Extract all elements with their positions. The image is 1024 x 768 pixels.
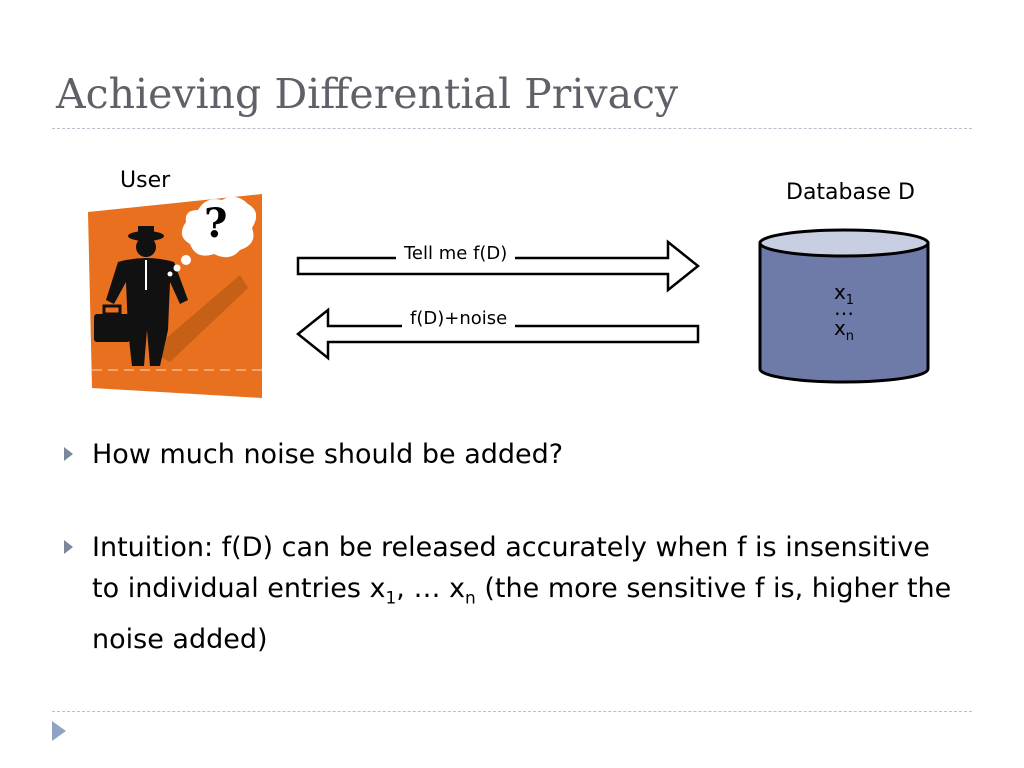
bullet-marker-icon [64, 540, 73, 554]
db-entry-first: x1 [833, 280, 855, 308]
bullet-marker-icon [64, 447, 73, 461]
thought-bubble-icon [167, 196, 257, 277]
database-label: Database D [786, 180, 915, 205]
request-arrow [296, 239, 701, 293]
bullet-list: How much noise should be added? Intuitio… [64, 434, 964, 660]
slide-title: Achieving Differential Privacy [56, 70, 679, 118]
bullet-item: Intuition: f(D) can be released accurate… [64, 527, 964, 660]
database-cylinder-icon [758, 228, 930, 384]
response-arrow [295, 307, 700, 361]
footer-divider [52, 711, 972, 712]
title-divider [52, 128, 972, 129]
bullet-item: How much noise should be added? [64, 434, 964, 475]
slide-corner-triangle-icon [52, 721, 66, 741]
db-ellipsis: … [834, 296, 854, 320]
db-entry-last: xn [833, 316, 855, 344]
user-illustration [88, 194, 262, 398]
response-arrow-label: f(D)+noise [402, 308, 516, 329]
person-with-briefcase-icon [94, 226, 188, 366]
request-arrow-label: Tell me f(D) [396, 243, 516, 264]
question-mark: ? [204, 200, 228, 247]
diagram [88, 194, 930, 398]
user-label: User [120, 168, 171, 193]
